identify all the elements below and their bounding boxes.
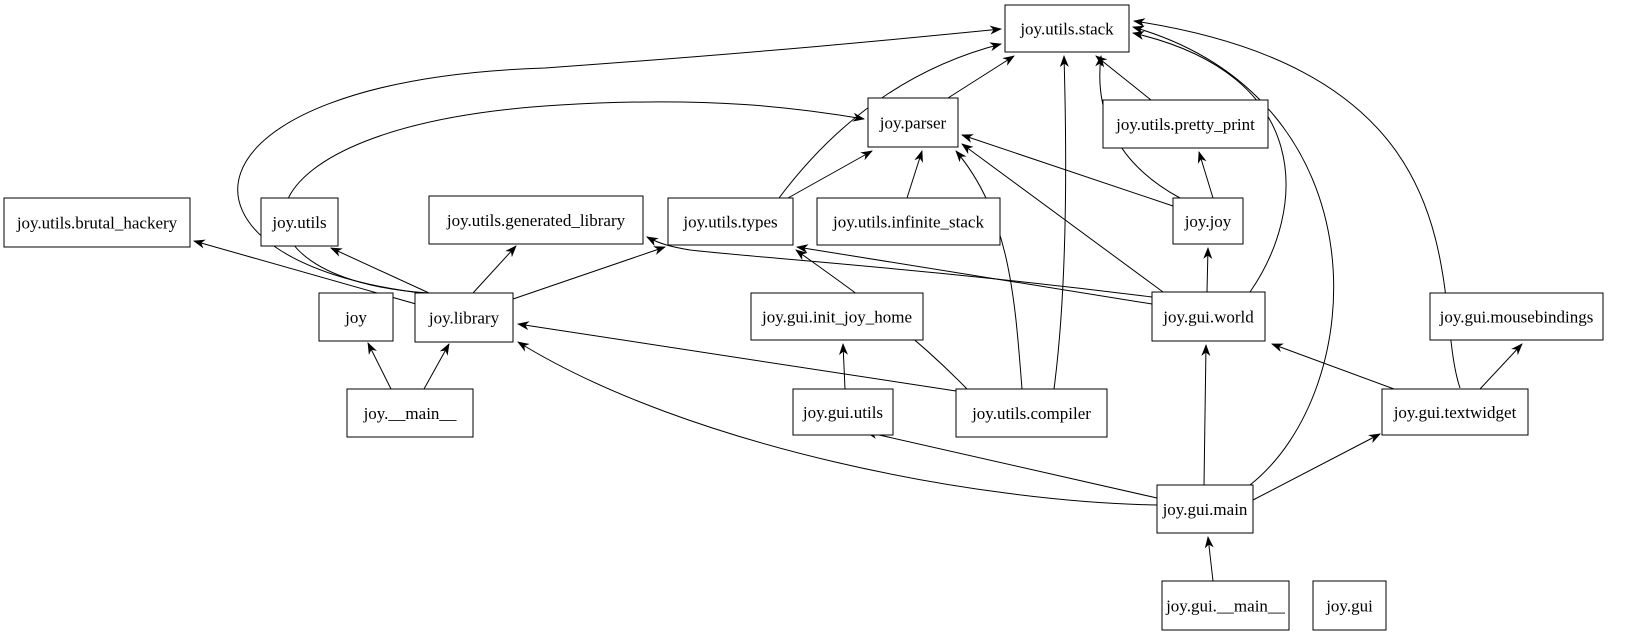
graph-node-joy_gui_world: joy.gui.world (1151, 291, 1266, 342)
module-label-joy_gui_utils: joy.gui.utils (802, 403, 883, 422)
graph-node-joy_utils_brutal_hackery: joy.utils.brutal_hackery (3, 197, 191, 248)
dependency-edge-joy_gui_main-to-joy_gui_textwidget (1252, 433, 1381, 501)
graph-node-joy_utils_pretty_print: joy.utils.pretty_print (1102, 99, 1269, 149)
dependency-edge-joy_utils_types-to-joy_parser (787, 150, 873, 199)
module-box-joy_utils_brutal_hackery (3, 197, 191, 248)
module-box-joy_utils_infinite_stack (816, 197, 1001, 246)
module-box-joy___main__ (346, 388, 474, 438)
dependency-edge-joy_gui_world-to-joy_parser (961, 143, 1164, 293)
module-box-joy_utils_compiler (955, 388, 1108, 438)
module-label-joy_gui_main: joy.gui.main (1162, 500, 1248, 519)
dependency-edge-joy_gui_textwidget-to-joy_gui_world (1271, 343, 1395, 390)
graph-node-joy_gui_init_joy_home: joy.gui.init_joy_home (750, 292, 924, 341)
graph-node-joy_utils_compiler: joy.utils.compiler (955, 388, 1108, 438)
module-box-joy_gui_utils (792, 388, 894, 436)
module-label-joy_joy: joy.joy (1184, 212, 1232, 231)
dependency-edge-joy_gui_main-to-joy_gui_utils (865, 430, 1158, 499)
dependency-edge-joy_gui_world-to-joy_joy (1203, 247, 1213, 293)
graph-node-joy: joy (318, 292, 394, 342)
module-label-joy_utils_types: joy.utils.types (682, 213, 777, 232)
module-box-joy_gui___main__ (1161, 580, 1290, 631)
module-label-joy_utils_generated_library: joy.utils.generated_library (446, 211, 626, 230)
module-box-joy_utils_pretty_print (1102, 99, 1269, 149)
module-label-joy_utils_compiler: joy.utils.compiler (971, 404, 1091, 423)
module-label-joy_gui___main__: joy.gui.__main__ (1165, 597, 1285, 616)
nodes-layer: joy.utils.stack joy.parser joy.utils.prett… (3, 4, 1604, 631)
module-box-joy_library (414, 292, 514, 343)
graph-node-joy___main__: joy.__main__ (346, 388, 474, 438)
module-box-joy_gui_init_joy_home (750, 292, 924, 341)
dependency-edge-joy_library-to-joy_utils_generated_library (472, 245, 517, 294)
graph-node-joy_gui___main__: joy.gui.__main__ (1161, 580, 1290, 631)
edges-layer (193, 18, 1523, 582)
dependency-edge-joy_utils_compiler-to-joy_library (517, 321, 957, 392)
dependency-edge-joy_library-to-joy_utils_types (512, 246, 666, 300)
module-box-joy_utils_generated_library (428, 195, 644, 245)
graph-node-joy_utils_stack: joy.utils.stack (1004, 4, 1130, 53)
graph-node-joy_gui: joy.gui (1312, 580, 1387, 631)
dependency-edge-joy_utils_compiler-to-joy_utils_stack (1053, 55, 1069, 390)
dependency-edge-joy_utils_pretty_print-to-joy_utils_stack (1095, 55, 1152, 101)
graph-node-joy_gui_main: joy.gui.main (1156, 484, 1254, 534)
module-box-joy_utils_types (667, 197, 794, 246)
dependency-edge-joy_joy-to-joy_parser (961, 134, 1174, 207)
graph-node-joy_parser: joy.parser (867, 97, 959, 148)
module-box-joy_utils_stack (1004, 4, 1130, 53)
dependency-edge-joy_gui_main-to-joy_utils_stack (1132, 25, 1335, 486)
module-label-joy_utils: joy.utils (271, 213, 326, 232)
module-box-joy_gui (1312, 580, 1387, 631)
module-label-joy_library: joy.library (428, 309, 500, 328)
dependency-edge-joy_library-to-joy_utils_stack (237, 25, 1002, 294)
dependency-edge-joy___main__-to-joy (367, 342, 392, 390)
dependency-edge-joy_library-to-joy_utils (330, 247, 430, 294)
graph-node-joy_gui_utils: joy.gui.utils (792, 388, 894, 436)
module-label-joy___main__: joy.__main__ (363, 404, 457, 423)
module-box-joy_gui_textwidget (1381, 388, 1529, 436)
dependency-edge-joy_utils_compiler-to-joy_parser (955, 150, 1023, 390)
dependency-edge-joy_gui_world-to-joy_utils_generated_library (646, 236, 1153, 298)
dependency-edge-joy_gui_main-to-joy_gui_world (1201, 344, 1211, 486)
dependency-edge-joy___main__-to-joy_library (423, 343, 450, 390)
dependency-edge-joy_gui___main__-to-joy_gui_main (1204, 536, 1214, 582)
module-box-joy_joy (1172, 197, 1244, 245)
graph-node-joy_joy: joy.joy (1172, 197, 1244, 245)
dependency-edge-joy_gui_world-to-joy_utils_types (796, 244, 1153, 305)
graph-node-joy_gui_textwidget: joy.gui.textwidget (1381, 388, 1529, 436)
dependency-edge-joy_utils_infinite_stack-to-joy_parser (906, 150, 923, 199)
dependency-edge-joy_gui_textwidget-to-joy_utils_stack (1133, 18, 1461, 389)
module-label-joy_gui_textwidget: joy.gui.textwidget (1393, 403, 1517, 422)
dependency-edge-joy_library-to-joy_parser (283, 101, 865, 294)
graph-node-joy_library: joy.library (414, 292, 514, 343)
module-box-joy_utils (260, 197, 339, 247)
graph-node-joy_gui_mousebindings: joy.gui.mousebindings (1429, 292, 1604, 341)
graph-node-joy_utils: joy.utils (260, 197, 339, 247)
module-label-joy_gui_init_joy_home: joy.gui.init_joy_home (761, 308, 912, 327)
module-label-joy_gui_world: joy.gui.world (1162, 308, 1254, 327)
dependency-edge-joy_gui_utils-to-joy_gui_init_joy_home (838, 343, 848, 390)
module-box-joy_gui_main (1156, 484, 1254, 534)
module-box-joy_gui_world (1151, 291, 1266, 342)
graph-node-joy_utils_infinite_stack: joy.utils.infinite_stack (816, 197, 1001, 246)
module-label-joy_utils_brutal_hackery: joy.utils.brutal_hackery (16, 214, 178, 233)
module-label-joy_gui_mousebindings: joy.gui.mousebindings (1439, 308, 1594, 327)
graph-node-joy_utils_generated_library: joy.utils.generated_library (428, 195, 644, 245)
module-label-joy_gui: joy.gui (1325, 597, 1373, 616)
module-box-joy_parser (867, 97, 959, 148)
module-label-joy: joy (344, 308, 367, 327)
module-label-joy_utils_stack: joy.utils.stack (1019, 20, 1114, 39)
dependency-edge-joy_gui_world-to-joy_utils_stack (1132, 31, 1287, 293)
module-label-joy_utils_pretty_print: joy.utils.pretty_print (1115, 115, 1255, 134)
module-box-joy (318, 292, 394, 342)
dependency-edge-joy_gui_main-to-joy_library (517, 341, 1158, 506)
graph-node-joy_utils_types: joy.utils.types (667, 197, 794, 246)
dependency-edge-joy_parser-to-joy_utils_stack (947, 55, 1015, 99)
module-box-joy_gui_mousebindings (1429, 292, 1604, 341)
module-label-joy_parser: joy.parser (879, 114, 947, 133)
module-label-joy_utils_infinite_stack: joy.utils.infinite_stack (832, 213, 984, 232)
dependency-edge-joy_gui_textwidget-to-joy_gui_mousebindings (1479, 343, 1523, 390)
dependency-edge-joy_joy-to-joy_utils_pretty_print (1197, 151, 1214, 199)
